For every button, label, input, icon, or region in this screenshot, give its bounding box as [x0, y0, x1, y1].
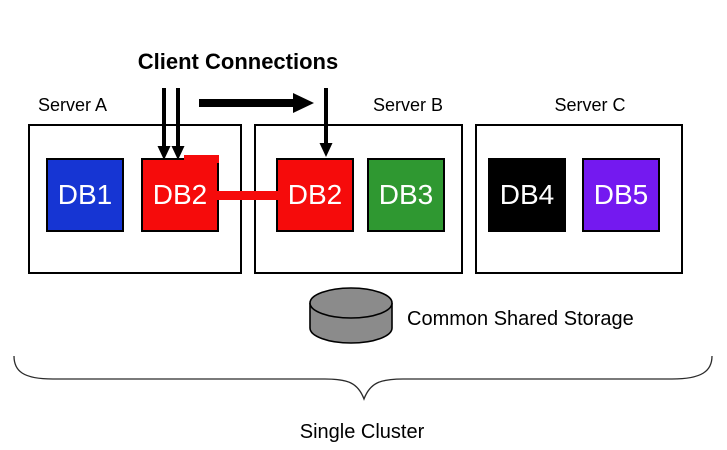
failover-arrow-right	[199, 93, 314, 113]
storage-label: Common Shared Storage	[407, 308, 634, 330]
server-a-label: Server A	[37, 95, 108, 115]
diagram-title: Client Connections	[137, 49, 339, 74]
db2-server-a-box: DB2	[141, 158, 219, 232]
cluster-label: Single Cluster	[299, 421, 425, 443]
db5-box: DB5	[582, 158, 660, 232]
db1-box: DB1	[46, 158, 124, 232]
server-b-label: Server B	[372, 95, 444, 115]
db2-connector-stub	[184, 155, 219, 163]
db2-server-b-box: DB2	[276, 158, 354, 232]
db2-replication-link	[217, 191, 278, 200]
db3-box: DB3	[367, 158, 445, 232]
cluster-brace	[13, 355, 713, 401]
storage-cylinder-icon	[309, 287, 393, 344]
server-c-label: Server C	[554, 95, 626, 115]
db4-box: DB4	[488, 158, 566, 232]
